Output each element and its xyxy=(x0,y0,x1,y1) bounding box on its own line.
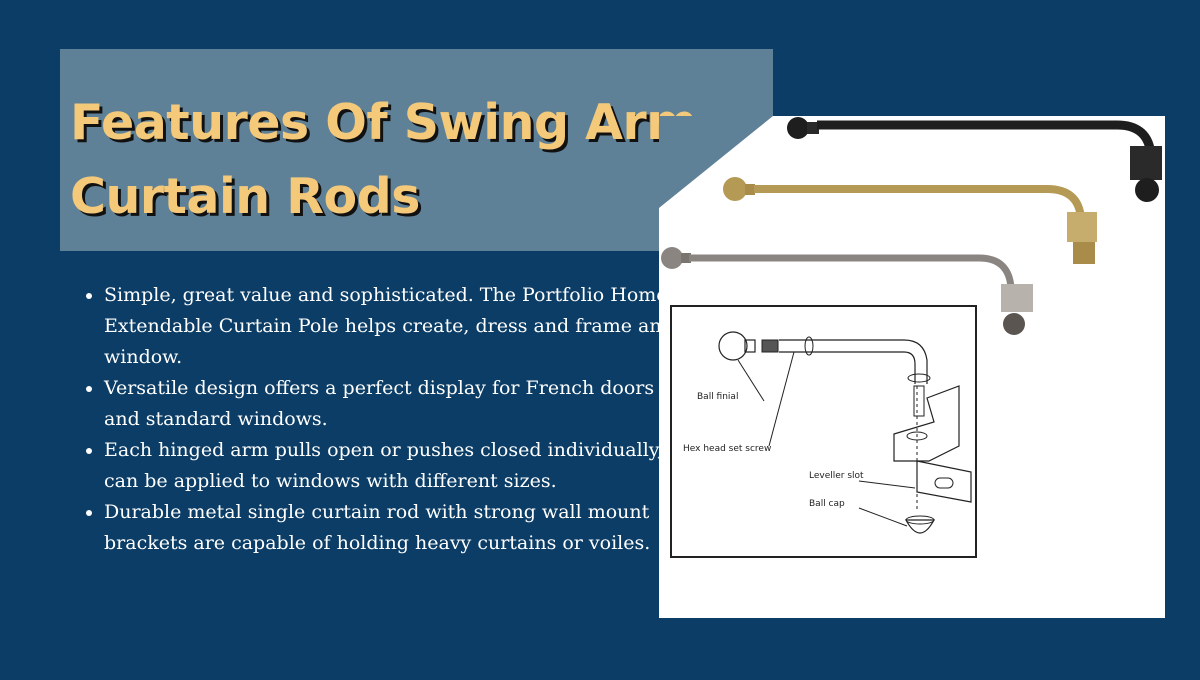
title-panel-corner xyxy=(659,116,773,208)
product-image-panel: Ball finial Hex head set screw Leveller … xyxy=(659,116,1165,618)
product-illustration: Ball finial Hex head set screw Leveller … xyxy=(661,117,1162,558)
label-ball-cap: Ball cap xyxy=(809,499,845,509)
feature-item: Simple, great value and sophisticated. T… xyxy=(104,280,684,373)
feature-list: Simple, great value and sophisticated. T… xyxy=(76,280,684,559)
black-swing-arm-rod xyxy=(787,117,1162,202)
feature-item: Each hinged arm pulls open or pushes clo… xyxy=(104,435,684,497)
feature-item: Durable metal single curtain rod with st… xyxy=(104,497,684,559)
label-leveller-slot: Leveller slot xyxy=(809,471,864,481)
silver-swing-arm-rod xyxy=(661,247,1033,335)
gold-swing-arm-rod xyxy=(723,177,1097,264)
title-panel xyxy=(60,49,773,251)
feature-item: Versatile design offers a perfect displa… xyxy=(104,373,684,435)
exploded-parts-diagram: Ball finial Hex head set screw Leveller … xyxy=(670,305,977,558)
page-title: Features Of Swing Arm Curtain Rods xyxy=(70,94,697,225)
label-hex-head-set-screw: Hex head set screw xyxy=(683,444,771,454)
label-ball-finial: Ball finial xyxy=(697,392,738,402)
